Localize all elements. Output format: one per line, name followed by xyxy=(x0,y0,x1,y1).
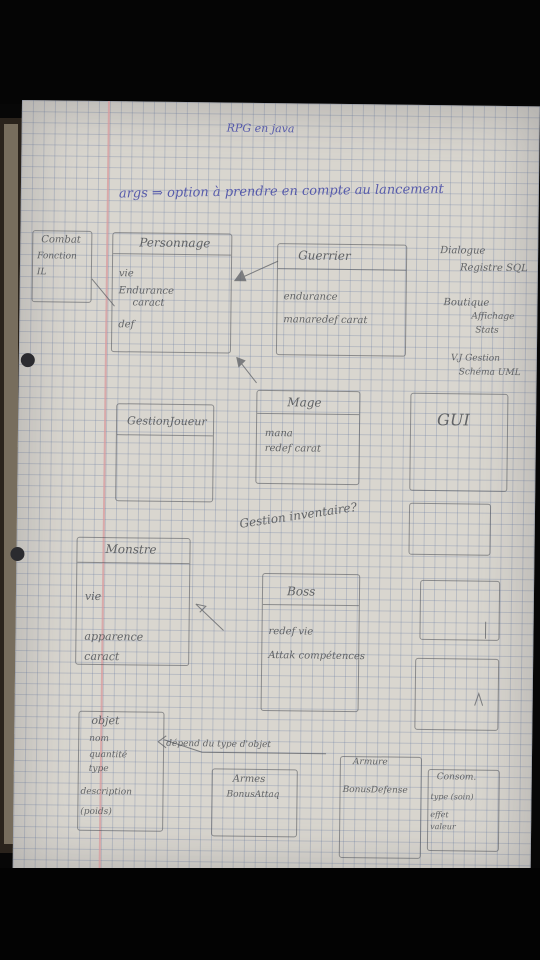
grid-paper-sheet: RPG en java args ⇒ option à prendre en c… xyxy=(10,100,540,879)
arrow-boss-monstre xyxy=(195,603,224,631)
arrow-objet-types xyxy=(164,739,327,755)
dark-background-bottom xyxy=(0,868,540,960)
dark-background-top xyxy=(0,0,540,104)
arrowhead xyxy=(236,356,246,368)
gui-sketch-arrow xyxy=(474,692,484,706)
arrowhead xyxy=(157,735,167,749)
sketch-arrows xyxy=(91,260,487,755)
arrowhead xyxy=(195,603,207,613)
arrowhead xyxy=(233,269,247,282)
arrow-combat xyxy=(91,278,115,307)
